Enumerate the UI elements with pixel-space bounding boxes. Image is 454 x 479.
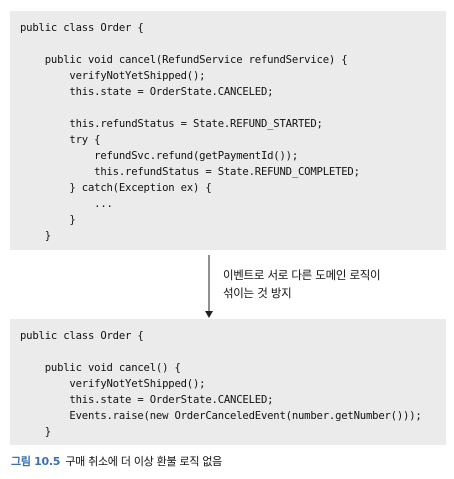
figure-caption: 그림 10.5 구매 취소에 더 이상 환불 로직 없음 [11,453,222,469]
code-line: public void cancel(RefundService refundS… [20,54,348,66]
code-line: verifyNotYetShipped(); [20,70,206,82]
code-line: try { [20,134,101,146]
code-line: } [20,214,76,226]
down-arrow-icon [205,255,213,318]
code-line: this.refundStatus = State.REFUND_STARTED… [20,118,323,130]
code-line: verifyNotYetShipped(); [20,378,206,390]
code-block-before: public class Order { public void cancel(… [10,11,446,250]
annotation-line: 섞이는 것 방지 [223,286,292,300]
annotation-line: 이벤트로 서로 다른 도메인 로직이 [223,268,381,282]
code-line: public void cancel() { [20,362,181,374]
code-line: Events.raise(new OrderCanceledEvent(numb… [20,410,422,422]
code-line [20,36,446,52]
code-line: refundSvc.refund(getPaymentId()); [20,150,299,162]
code-line: this.state = OrderState.CANCELED; [20,86,274,98]
code-line: } [20,426,51,438]
caption-text: 구매 취소에 더 이상 환불 로직 없음 [65,455,222,468]
code-line [20,100,446,116]
code-line: } catch(Exception ex) { [20,182,212,194]
code-line: this.refundStatus = State.REFUND_COMPLET… [20,166,360,178]
code-line: ... [20,198,113,210]
code-line: this.state = OrderState.CANCELED; [20,394,274,406]
annotation: 이벤트로 서로 다른 도메인 로직이 섞이는 것 방지 [223,266,381,302]
code-line: public class Order { [20,22,144,34]
code-line: } [20,230,51,242]
code-block-after: public class Order { public void cancel(… [10,319,446,445]
code-line: public class Order { [20,330,144,342]
caption-label: 그림 10.5 [11,455,61,468]
code-line [20,344,446,360]
